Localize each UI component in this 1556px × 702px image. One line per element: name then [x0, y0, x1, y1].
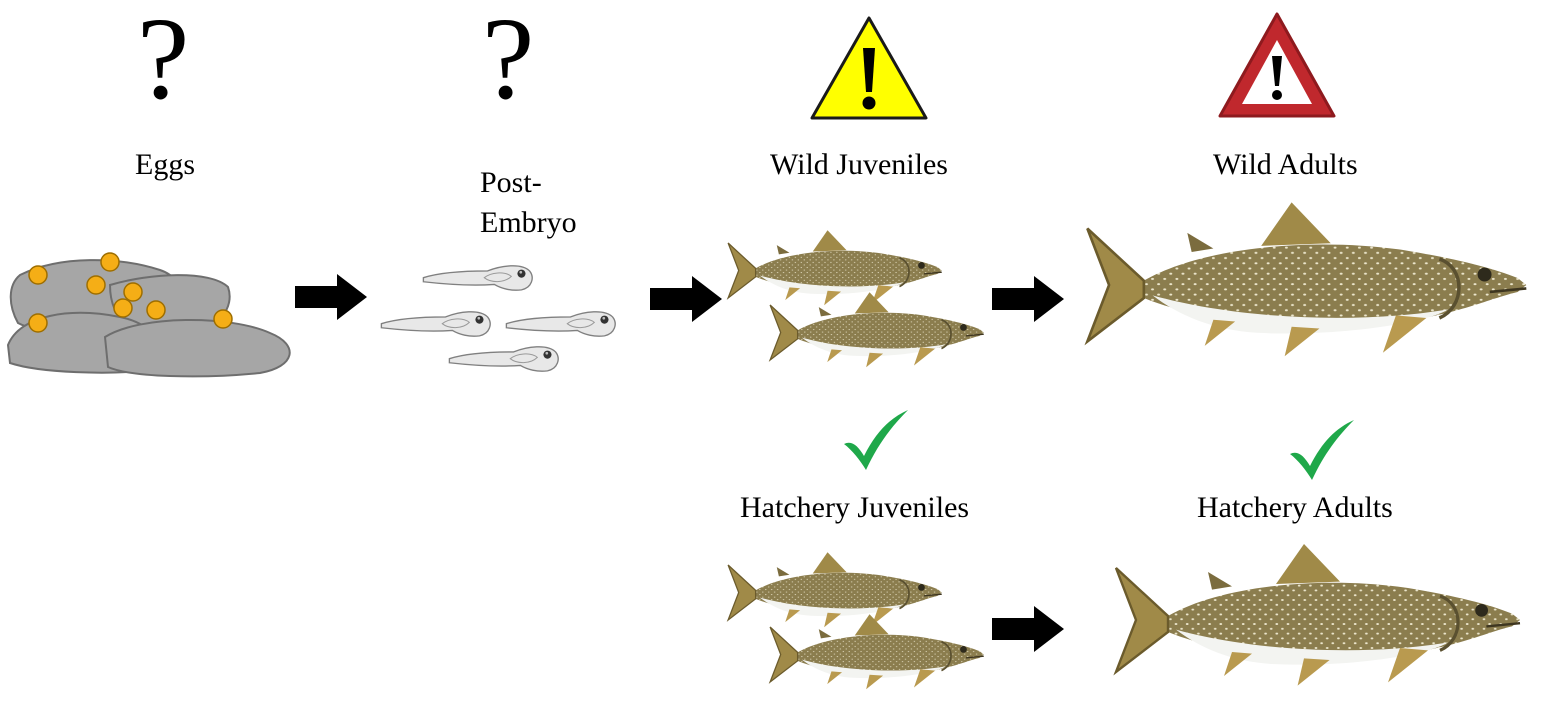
post-embryo-label-line2: Embryo: [480, 208, 577, 238]
red-warning-icon: [1216, 10, 1338, 122]
yellow-warning-icon: [808, 14, 930, 124]
post-embryo-question-mark-icon: ?: [482, 0, 534, 118]
hatchery-juveniles-fish-illustration: [726, 550, 991, 698]
flow-arrow-icon: [295, 274, 367, 320]
eggs-question-mark-icon: ?: [137, 0, 189, 118]
wild-juveniles-label: Wild Juveniles: [770, 150, 948, 180]
eggs-label: Eggs: [135, 150, 195, 180]
hatchery-adults-green-check-icon: [1288, 418, 1356, 482]
wild-adults-label: Wild Adults: [1213, 150, 1358, 180]
post-embryo-larvae-illustration: [378, 255, 628, 395]
flow-arrow-icon: [992, 606, 1064, 652]
rock: [8, 260, 290, 376]
flow-arrow-icon: [650, 276, 722, 322]
wild-adult-fish-illustration: [1083, 196, 1535, 374]
flow-arrow-icon: [992, 276, 1064, 322]
eggs-on-rocks-illustration: [0, 245, 300, 380]
wild-juveniles-fish-illustration: [726, 228, 991, 376]
hatchery-juveniles-label: Hatchery Juveniles: [740, 493, 969, 523]
hatchery-juveniles-green-check-icon: [842, 408, 910, 472]
hatchery-adult-fish-illustration: [1095, 540, 1545, 700]
post-embryo-label-line1: Post-: [480, 168, 542, 198]
hatchery-adults-label: Hatchery Adults: [1197, 493, 1393, 523]
